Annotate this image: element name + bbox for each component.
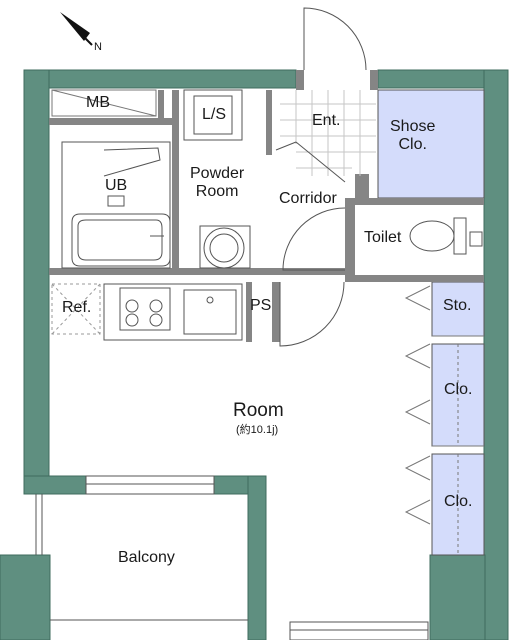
closet-2-label: Clo.	[444, 493, 473, 510]
shoe-closet-line-1: Shose	[390, 118, 436, 135]
shoe-closet-label: Shose Clo.	[390, 118, 435, 155]
ps-label: PS	[250, 297, 272, 314]
toilet-fixture	[409, 217, 483, 255]
ls-label: L/S	[202, 106, 227, 123]
balcony-label: Balcony	[118, 549, 175, 566]
ref-label: Ref.	[62, 299, 92, 316]
corridor-doors	[275, 141, 346, 347]
shoe-closet-line-2: Clo.	[398, 136, 427, 154]
exterior-walls	[0, 69, 509, 640]
mb-box	[51, 89, 157, 117]
corridor-label: Corridor	[279, 190, 337, 207]
north-arrow-icon	[60, 12, 93, 46]
mb-label: MB	[86, 94, 110, 111]
kitchen	[103, 283, 243, 341]
unit-bath	[61, 141, 171, 269]
north-label: N	[94, 41, 102, 53]
powder-room-line-1: Powder	[190, 165, 245, 182]
closet-1-label: Clo.	[444, 381, 473, 398]
ent-label: Ent.	[312, 112, 341, 129]
closet-fills	[377, 89, 485, 556]
powder-room-fixtures	[183, 89, 251, 269]
ub-label: UB	[105, 177, 128, 194]
entrance-tiles	[280, 90, 376, 176]
toilet-label: Toilet	[364, 229, 402, 246]
entrance-door	[303, 7, 367, 71]
refrigerator-space	[51, 283, 101, 335]
powder-room-label: Powder Room	[190, 165, 244, 202]
room-label: Room	[233, 400, 284, 421]
storage-label: Sto.	[443, 297, 472, 314]
room-area-label: (約10.1j)	[236, 424, 279, 436]
windows	[85, 475, 429, 640]
interior-partitions	[49, 70, 484, 342]
closet-door-markers	[404, 285, 484, 555]
powder-room-line-2: Room	[195, 183, 239, 201]
balcony-outline	[35, 494, 248, 621]
